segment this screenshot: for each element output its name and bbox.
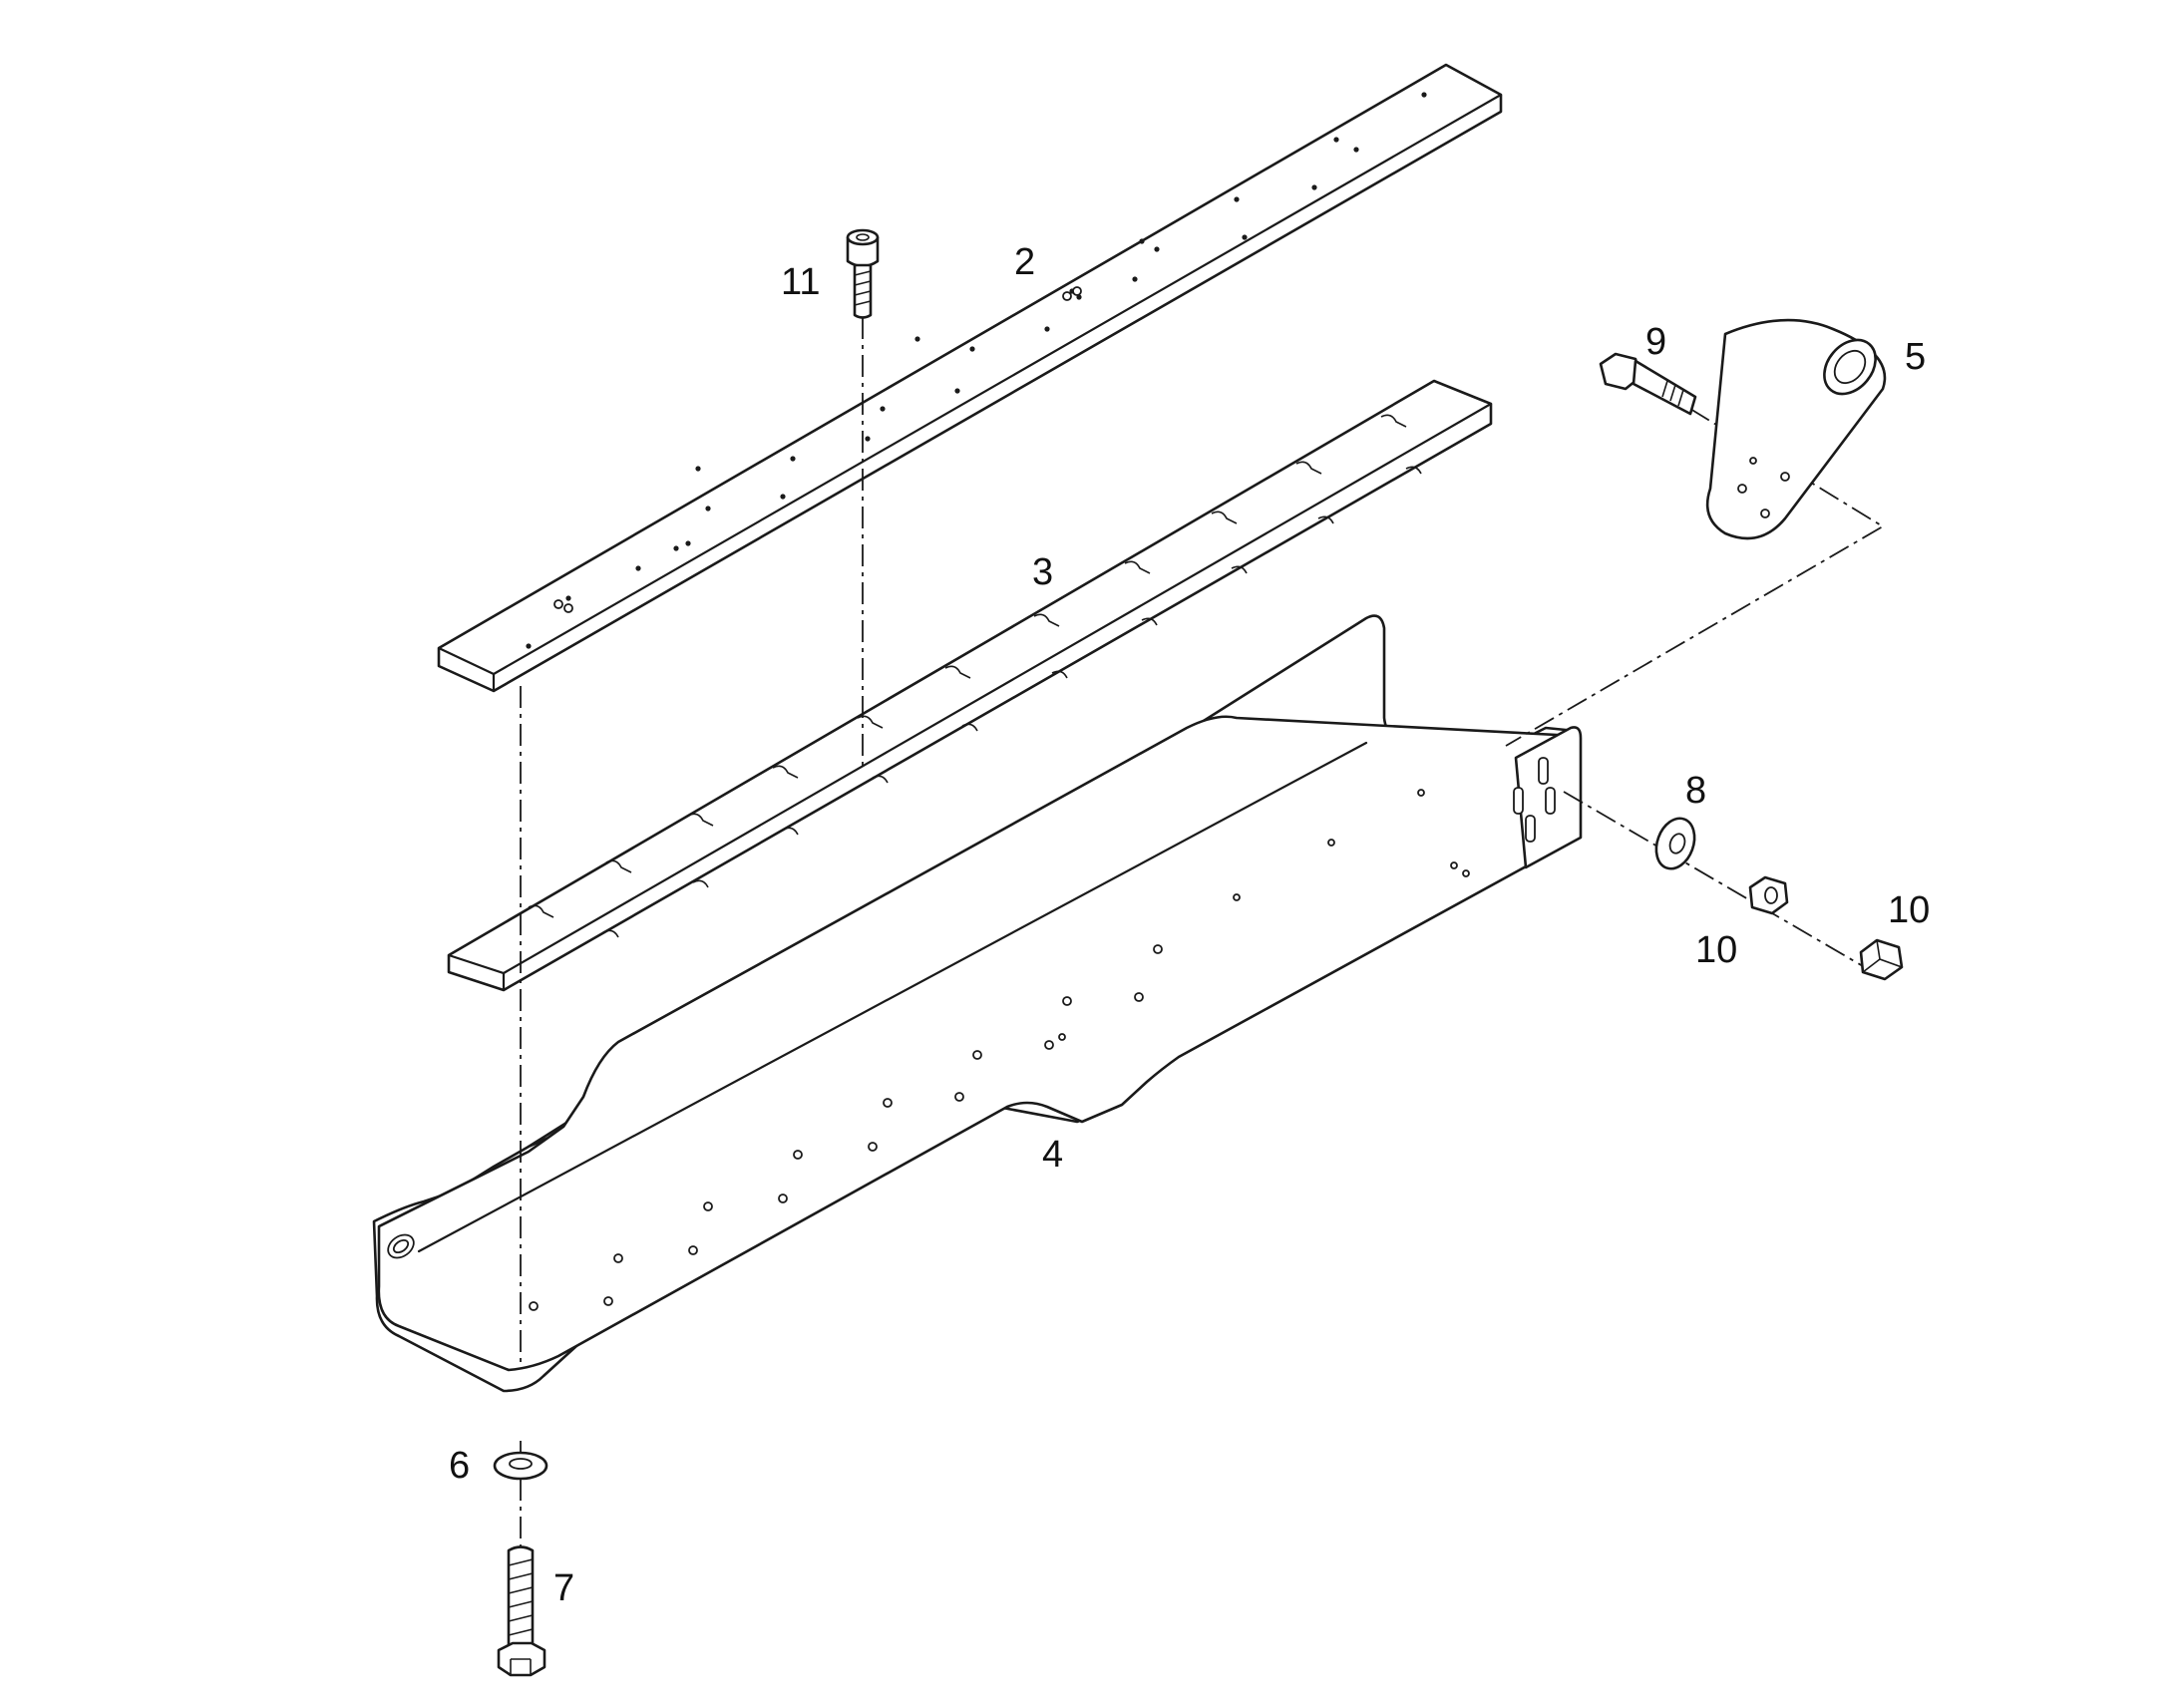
callout-labels: 2 3 4 5 6 7 8 9 10 10 11	[449, 241, 1930, 1609]
label-part-11: 11	[781, 261, 820, 303]
label-part-6: 6	[449, 1445, 470, 1487]
label-part-9: 9	[1645, 321, 1666, 363]
label-part-8: 8	[1685, 770, 1706, 812]
part-2-flat-bar	[437, 63, 1503, 693]
part-11-cap-screw	[846, 228, 880, 319]
label-part-4: 4	[1042, 1134, 1063, 1176]
part-8-washer	[1654, 817, 1696, 870]
part-4-holes	[529, 789, 1470, 1311]
part-10-nut-near	[1748, 875, 1789, 915]
part-9-hex-bolt	[1599, 352, 1697, 416]
part-6-washer	[493, 1451, 548, 1481]
label-part-2: 2	[1014, 241, 1035, 283]
part-5-link-bracket	[1705, 318, 1887, 540]
label-part-3: 3	[1032, 551, 1053, 593]
part-4-channel-tray	[372, 614, 1583, 1393]
part-10-nut-far	[1859, 938, 1904, 981]
part-7-hex-bolt	[497, 1545, 546, 1677]
part-3-notched-bar	[447, 379, 1493, 992]
part-2-holes	[526, 92, 1427, 649]
label-part-10-near: 10	[1695, 929, 1737, 971]
label-part-7: 7	[553, 1567, 574, 1609]
label-part-10-far: 10	[1888, 889, 1930, 931]
label-part-5: 5	[1905, 336, 1926, 378]
